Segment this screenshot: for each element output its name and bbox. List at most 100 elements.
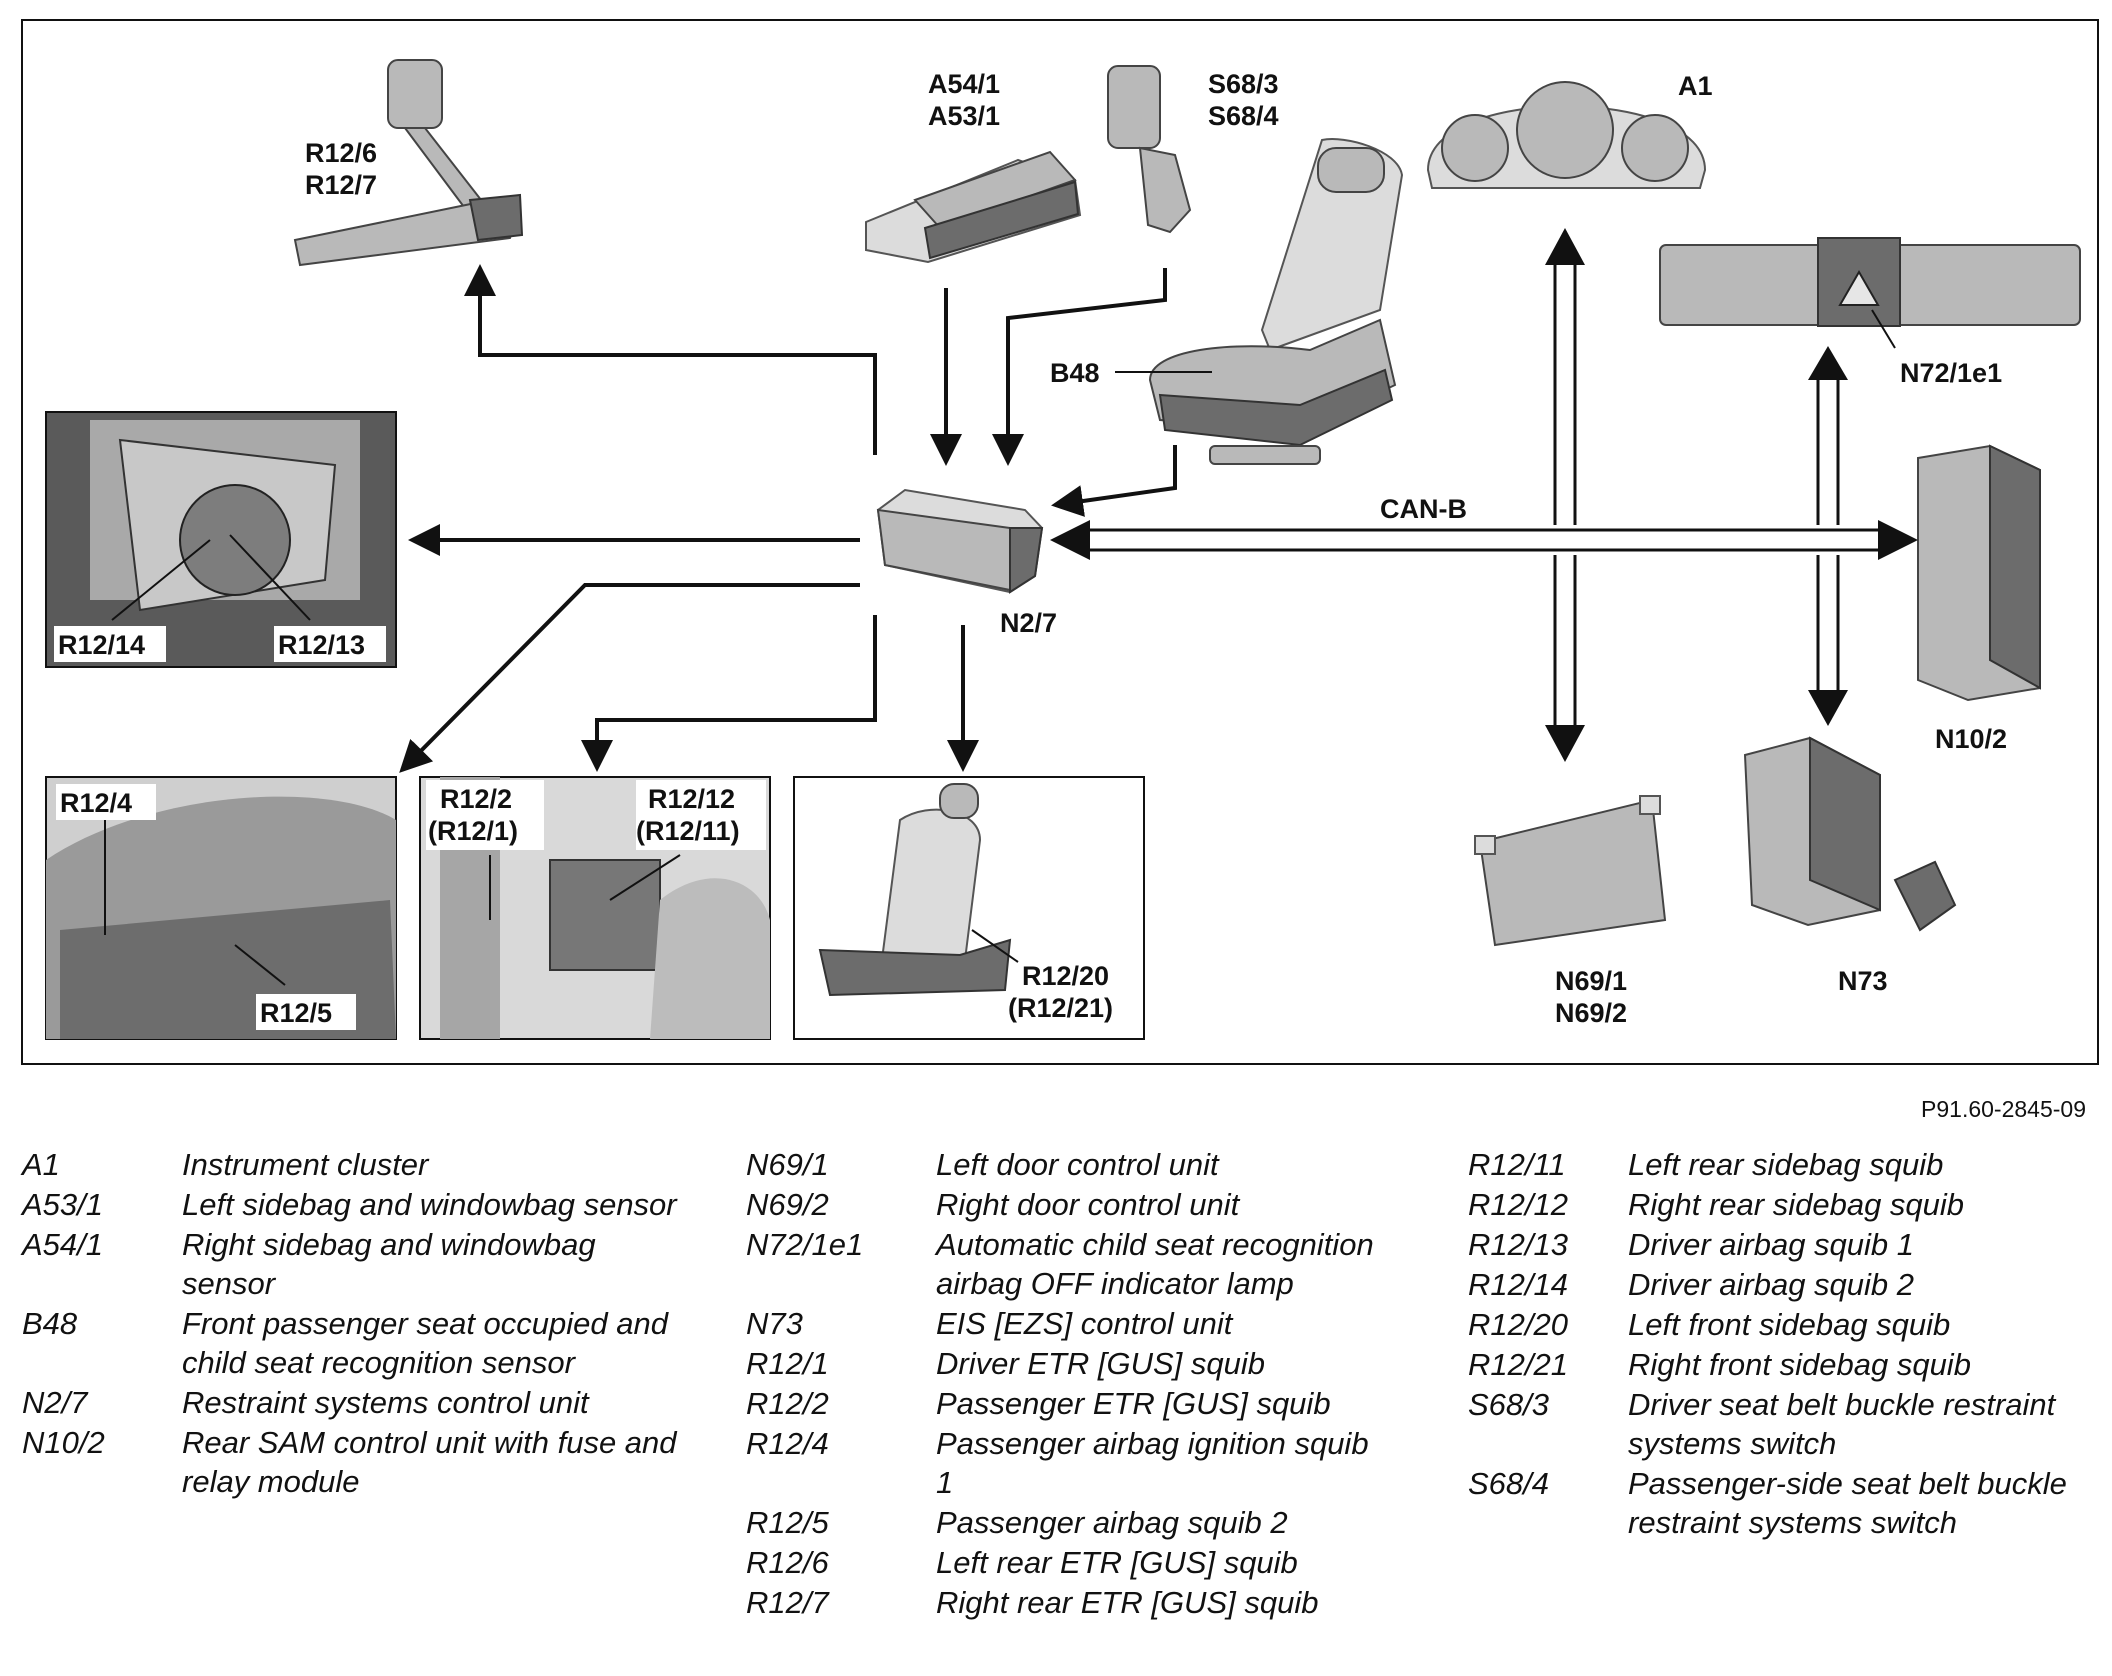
legend-description: Right front sidebag squib	[1628, 1347, 1971, 1382]
legend-description: Left front sidebag squib	[1628, 1307, 1951, 1342]
legend-description: Driver airbag squib 2	[1628, 1267, 1915, 1302]
label-r12-6: R12/6	[305, 138, 377, 168]
legend-row: A53/1 Left sidebag and windowbag sensor	[22, 1185, 682, 1224]
instrument-cluster-illustration	[1426, 81, 1707, 189]
legend-description: Left rear sidebag squib	[1628, 1147, 1944, 1182]
label-b48: B48	[1050, 358, 1100, 388]
legend-description: Passenger airbag ignition squib 1	[936, 1426, 1369, 1500]
legend-code: B48	[22, 1306, 78, 1341]
legend-row: R12/21 Right front sidebag squib	[1468, 1345, 2098, 1384]
passenger-seat-illustration	[1148, 138, 1404, 465]
can-b-bus	[1085, 262, 1880, 728]
legend-description: Driver airbag squib 1	[1628, 1227, 1915, 1262]
leader-lines	[104, 309, 1896, 986]
figure-id: P91.60-2845-09	[1921, 1096, 2086, 1122]
legend-code: R12/20	[1468, 1307, 1568, 1342]
legend-row: N73 EIS [EZS] control unit	[746, 1304, 1386, 1343]
legend-description: Left rear ETR [GUS] squib	[936, 1545, 1298, 1580]
legend-code: R12/7	[746, 1585, 829, 1620]
legend-row: R12/7 Right rear ETR [GUS] squib	[746, 1583, 1386, 1622]
door-control-unit-illustration	[1474, 795, 1667, 947]
legend-code: R12/21	[1468, 1347, 1568, 1382]
legend-description: Right rear ETR [GUS] squib	[936, 1585, 1319, 1620]
eis-control-unit-illustration	[1743, 736, 1957, 932]
label-n2-7: N2/7	[1000, 608, 1057, 638]
legend-row: R12/6 Left rear ETR [GUS] squib	[746, 1543, 1386, 1582]
label-n69-2: N69/2	[1555, 998, 1627, 1028]
legend-row: S68/4 Passenger-side seat belt buckle res…	[1468, 1464, 2098, 1542]
restraint-control-unit-illustration	[876, 488, 1044, 594]
legend-description: Rear SAM control unit with fuse and rela…	[182, 1425, 677, 1499]
restraint-system-diagram: R12/6 R12/7 A54/1 A53/1 S68/3 S68/4 A1 B…	[21, 19, 2099, 1065]
legend-code: N73	[746, 1306, 803, 1341]
legend-description: Driver ETR [GUS] squib	[936, 1346, 1266, 1381]
legend-code: R12/6	[746, 1545, 829, 1580]
label-s68-4: S68/4	[1208, 101, 1279, 131]
legend-row: N69/1 Left door control unit	[746, 1145, 1386, 1184]
label-n72-1e1: N72/1e1	[1900, 358, 2002, 388]
label-r12-4: R12/4	[60, 788, 132, 818]
legend-description: Instrument cluster	[182, 1147, 429, 1182]
legend-code: R12/13	[1468, 1227, 1568, 1262]
legend-description: Restraint systems control unit	[182, 1385, 589, 1420]
label-r12-13: R12/13	[278, 630, 365, 660]
legend-row: R12/11 Left rear sidebag squib	[1468, 1145, 2098, 1184]
rear-sam-module-illustration	[1917, 444, 2041, 702]
label-n10-2: N10/2	[1935, 724, 2007, 754]
legend-code: N2/7	[22, 1385, 88, 1420]
legend-description: Passenger-side seat belt buckle restrain…	[1628, 1466, 2067, 1540]
steering-wheel-photo-inset	[45, 411, 397, 668]
legend-code: N69/2	[746, 1187, 829, 1222]
legend-row: B48 Front passenger seat occupied and chi…	[22, 1304, 682, 1382]
legend-code: R12/4	[746, 1426, 829, 1461]
legend-description: Right sidebag and windowbag sensor	[182, 1227, 596, 1301]
connection-lines	[399, 264, 1177, 773]
label-r12-21-paren: (R12/21)	[1008, 993, 1113, 1023]
label-s68-3: S68/3	[1208, 69, 1279, 99]
label-a1: A1	[1678, 71, 1713, 101]
legend-description: Left door control unit	[936, 1147, 1219, 1182]
label-r12-12: R12/12	[648, 784, 735, 814]
front-sidebag-seat-inset	[793, 776, 1145, 1040]
legend-description: Front passenger seat occupied and child …	[182, 1306, 668, 1380]
can-b-arrowheads	[1050, 228, 1918, 762]
legend-row: A54/1 Right sidebag and windowbag sensor	[22, 1225, 682, 1303]
legend-description: Driver seat belt buckle restraint system…	[1628, 1387, 2056, 1461]
label-a53-1: A53/1	[928, 101, 1000, 131]
label-r12-14: R12/14	[58, 630, 145, 660]
legend-code: A54/1	[22, 1227, 104, 1262]
legend-row: R12/20 Left front sidebag squib	[1468, 1305, 2098, 1344]
label-r12-5: R12/5	[260, 998, 332, 1028]
legend-description: Automatic child seat recognition airbag …	[936, 1227, 1374, 1301]
legend-code: R12/11	[1468, 1147, 1566, 1182]
legend-code: R12/1	[746, 1346, 829, 1381]
legend-row: R12/13 Driver airbag squib 1	[1468, 1225, 2098, 1264]
rear-belt-tensioner-illustration	[293, 59, 524, 267]
legend-code: N69/1	[746, 1147, 829, 1182]
label-r12-11-paren: (R12/11)	[636, 816, 740, 846]
label-can-b: CAN-B	[1380, 494, 1467, 524]
legend-description: Left sidebag and windowbag sensor	[182, 1187, 677, 1222]
legend-description: Right door control unit	[936, 1187, 1240, 1222]
legend-code: R12/5	[746, 1505, 829, 1540]
label-r12-1-paren: (R12/1)	[428, 816, 518, 846]
legend-row: R12/1 Driver ETR [GUS] squib	[746, 1344, 1386, 1383]
legend-code: A53/1	[22, 1187, 104, 1222]
legend-description: EIS [EZS] control unit	[936, 1306, 1233, 1341]
legend-code: S68/4	[1468, 1466, 1550, 1501]
legend-row: R12/4 Passenger airbag ignition squib 1	[746, 1424, 1386, 1502]
legend-code: R12/2	[746, 1386, 829, 1421]
label-n73: N73	[1838, 966, 1888, 996]
legend-row: N69/2 Right door control unit	[746, 1185, 1386, 1224]
